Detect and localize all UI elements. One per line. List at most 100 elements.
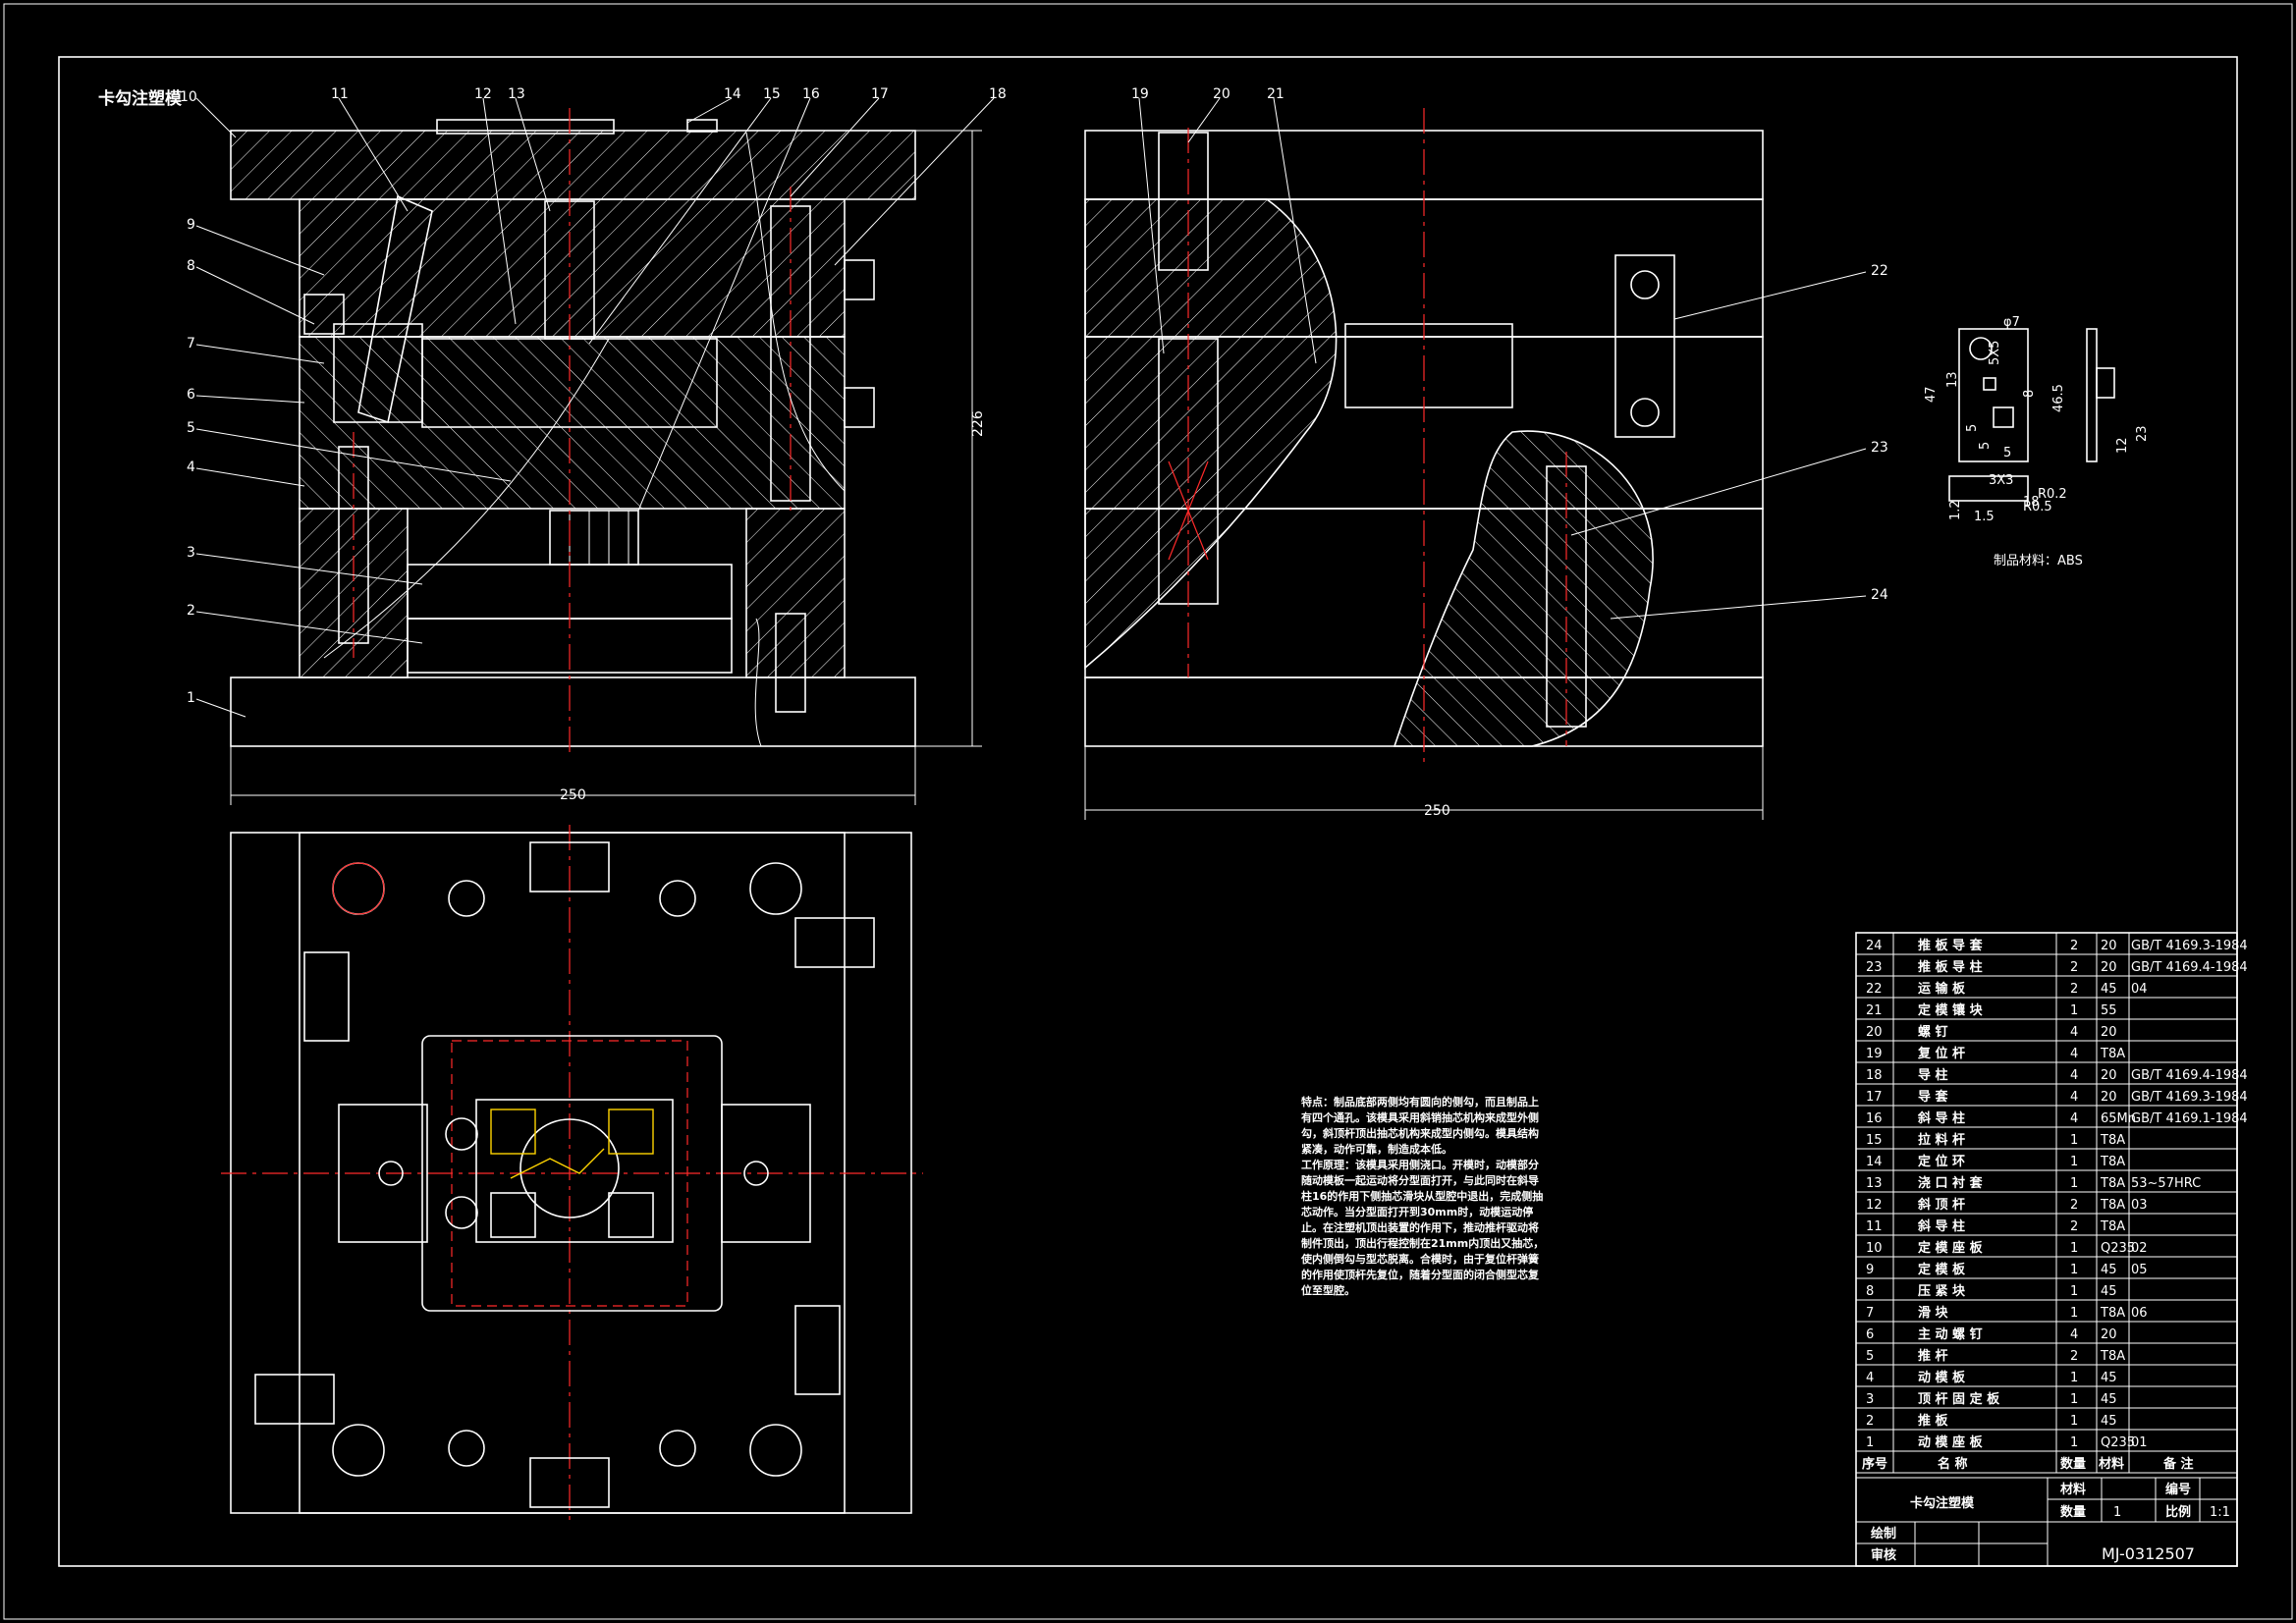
bom-row-material: 45 [2101,1284,2117,1299]
bom-row-name: 定 模 镶 块 [1917,1002,1984,1018]
inner-border [58,56,2238,1567]
svg-text:1: 1 [187,690,195,706]
bom-row-name: 浇 口 衬 套 [1918,1175,1984,1191]
bom-row-name: 推 板 [1918,1413,1949,1429]
title-block: 卡勾注塑模 材料 编号 数量 1 比例 1:1 绘制 审核 MJ-0312507 [1856,1477,2237,1566]
svg-text:φ7: φ7 [2003,315,2020,330]
svg-text:11: 11 [331,86,349,102]
svg-text:材料: 材料 [2060,1482,2086,1497]
svg-text:47: 47 [1924,386,1939,403]
bom-row-quantity: 1 [2070,1003,2078,1018]
bom-row-quantity: 2 [2070,1219,2078,1234]
svg-text:17: 17 [871,86,889,102]
svg-text:14: 14 [724,86,741,102]
bom-row-number: 12 [1866,1198,1883,1213]
svg-text:16: 16 [802,86,820,102]
svg-text:8: 8 [2022,390,2037,398]
svg-text:1.2: 1.2 [1948,500,1963,520]
bom-row-number: 3 [1866,1392,1874,1407]
svg-text:10: 10 [180,89,197,105]
main-view-part-numbers: 1 2 3 4 5 6 7 8 9 10 11 12 13 1 [180,86,1007,718]
bom-row-material: T8A [2100,1155,2125,1169]
svg-text:5X5: 5X5 [1988,341,2002,365]
bom-row-quantity: 2 [2070,939,2078,953]
bom-row-material: 45 [2101,982,2117,997]
bom-row-material: T8A [2100,1047,2125,1061]
bom-row-note: 05 [2131,1263,2148,1277]
bom-row-material: 20 [2101,1327,2117,1342]
svg-text:1.5: 1.5 [1974,510,1995,524]
bom-row-material: 20 [2101,1025,2117,1040]
svg-text:R0.2: R0.2 [2038,487,2067,502]
svg-text:23: 23 [2135,425,2150,442]
drawing-number: MJ-0312507 [2102,1544,2195,1563]
svg-text:46.5: 46.5 [2051,384,2066,412]
bom-row-quantity: 1 [2070,1435,2078,1450]
bom-row-quantity: 1 [2070,1371,2078,1385]
bom-row-name: 导 套 [1918,1089,1949,1105]
bom-row-number: 4 [1866,1371,1874,1385]
bom-row-material: T8A [2100,1349,2125,1364]
bom-row-name: 滑 块 [1918,1305,1949,1321]
svg-text:6: 6 [187,387,195,403]
notes-features: 特点：制品底部两侧均有圆向的侧勾，而且制品上有四个通孔。该模具采用斜销抽芯机构来… [1301,1096,1539,1156]
bom-row-name: 顶 杆 固 定 板 [1918,1391,2000,1407]
svg-text:数量: 数量 [2060,1504,2086,1520]
svg-text:9: 9 [187,217,195,233]
bom-row-material: 20 [2101,960,2117,975]
bom-row-quantity: 2 [2070,1198,2078,1213]
bom-row-note: GB/T 4169.4-1984 [2131,1068,2248,1083]
svg-text:4: 4 [187,460,195,475]
svg-text:21: 21 [1267,86,1285,102]
bom-row-quantity: 1 [2070,1133,2078,1148]
bom-row-number: 11 [1866,1219,1883,1234]
bom-row-material: 45 [2101,1263,2117,1277]
bom-row-name: 推 板 导 套 [1918,938,1984,953]
bom-row-material: T8A [2100,1306,2125,1321]
bom-row-number: 24 [1866,939,1883,953]
bom-row-note: GB/T 4169.3-1984 [2131,1090,2248,1105]
bom-row-quantity: 1 [2070,1414,2078,1429]
bom-row-number: 7 [1866,1306,1874,1321]
bom-row-material: 55 [2101,1003,2117,1018]
part-detail-view: φ7 5X5 47 13 5 8 5 5 3X3 18 1.2 1.5 R0.5… [1924,315,2150,568]
svg-text:13: 13 [508,86,525,102]
bom-row-note: 06 [2131,1306,2148,1321]
bom-row-number: 23 [1866,960,1883,975]
bom-row-quantity: 4 [2070,1090,2078,1105]
bom-row-number: 21 [1866,1003,1883,1018]
bom-row-material: Q235 [2101,1241,2135,1256]
bom-row-note: 02 [2131,1241,2148,1256]
svg-text:2: 2 [187,603,195,619]
svg-text:5: 5 [1978,442,1993,450]
plan-view [221,825,923,1522]
technical-notes: 特点：制品底部两侧均有圆向的侧勾，而且制品上有四个通孔。该模具采用斜销抽芯机构来… [1301,1096,1545,1297]
bom-row-name: 拉 料 杆 [1918,1132,1965,1148]
bom-row-quantity: 1 [2070,1284,2078,1299]
bom-row-number: 10 [1866,1241,1883,1256]
bom-row-note: 03 [2131,1198,2148,1213]
bom-row-material: 20 [2101,1090,2117,1105]
bom-row-material: 20 [2101,939,2117,953]
bom-row-material: T8A [2100,1219,2125,1234]
svg-text:18: 18 [2023,495,2040,510]
main-height-dimension: 226 [970,410,986,437]
bom-row-quantity: 2 [2070,960,2078,975]
bom-row-quantity: 4 [2070,1047,2078,1061]
svg-text:18: 18 [989,86,1007,102]
main-width-dimension: 250 [560,787,586,803]
svg-text:R0.5: R0.5 [2023,500,2052,514]
notes-working-principle: 工作原理：该模具采用侧浇口。开模时，动模部分随动模板一起运动将分型面打开，与此同… [1301,1159,1545,1297]
svg-text:3: 3 [187,545,195,561]
bom-row-name: 导 柱 [1918,1067,1948,1083]
bom-row-quantity: 1 [2070,1392,2078,1407]
bom-row-number: 19 [1866,1047,1883,1061]
bom-row-note: GB/T 4169.1-1984 [2131,1111,2248,1126]
bom-row-number: 14 [1866,1155,1883,1169]
bom-row-number: 17 [1866,1090,1883,1105]
outer-border [3,3,2293,1620]
svg-text:5: 5 [1965,424,1980,432]
bom-row-note: 01 [2131,1435,2148,1450]
bom-row-name: 主 动 螺 钉 [1918,1326,1983,1342]
